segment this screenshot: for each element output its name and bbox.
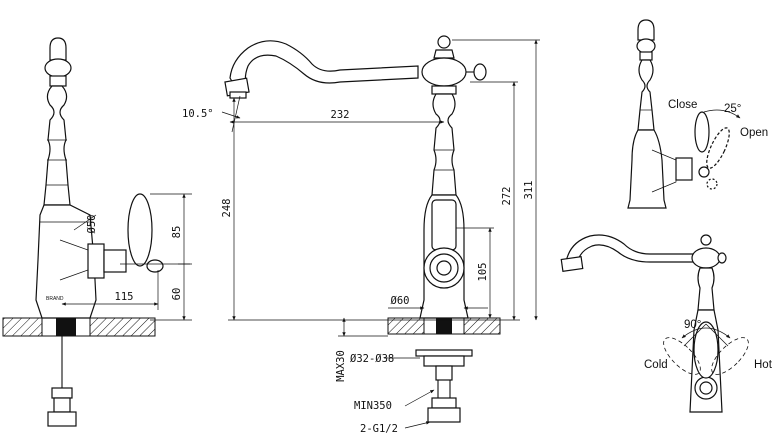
center-dim-hole: Ø32-Ø38 [350, 353, 394, 365]
center-angle: 10.5° [182, 108, 214, 120]
top-label-hot: Hot [754, 359, 773, 371]
center-view: 232 248 272 311 105 Ø60 10.5° MAX30 Ø32-… [182, 35, 540, 435]
side-label-angle: 25° [724, 103, 741, 115]
center-dim-connection: 2-G1/2 [360, 423, 398, 435]
center-dim-diameter-60: Ø60 [391, 295, 410, 307]
top-label-angle: 90° [684, 319, 701, 331]
center-dim-311: 311 [523, 181, 535, 200]
center-dim-272: 272 [501, 187, 513, 206]
top-label-cold: Cold [644, 359, 668, 371]
center-dim-hose: MIN350 [354, 400, 392, 412]
center-dim-105: 105 [477, 263, 489, 282]
left-dim-85: 85 [171, 226, 183, 239]
side-label-close: Close [668, 99, 697, 111]
center-dim-max30: MAX30 [335, 350, 347, 382]
left-dim-115: 115 [115, 291, 134, 303]
side-view: Close 25° Open [627, 19, 768, 209]
top-view: 90° Cold Hot [560, 234, 773, 413]
center-dim-248: 248 [221, 199, 233, 218]
left-dim-60: 60 [171, 288, 183, 301]
left-dim-diameter: Ø50 [86, 215, 98, 234]
left-view: BRAND 85 60 Ø50 115 [2, 37, 192, 427]
side-label-open: Open [740, 127, 768, 139]
center-dim-232: 232 [331, 109, 350, 121]
svg-text:BRAND: BRAND [46, 296, 64, 302]
